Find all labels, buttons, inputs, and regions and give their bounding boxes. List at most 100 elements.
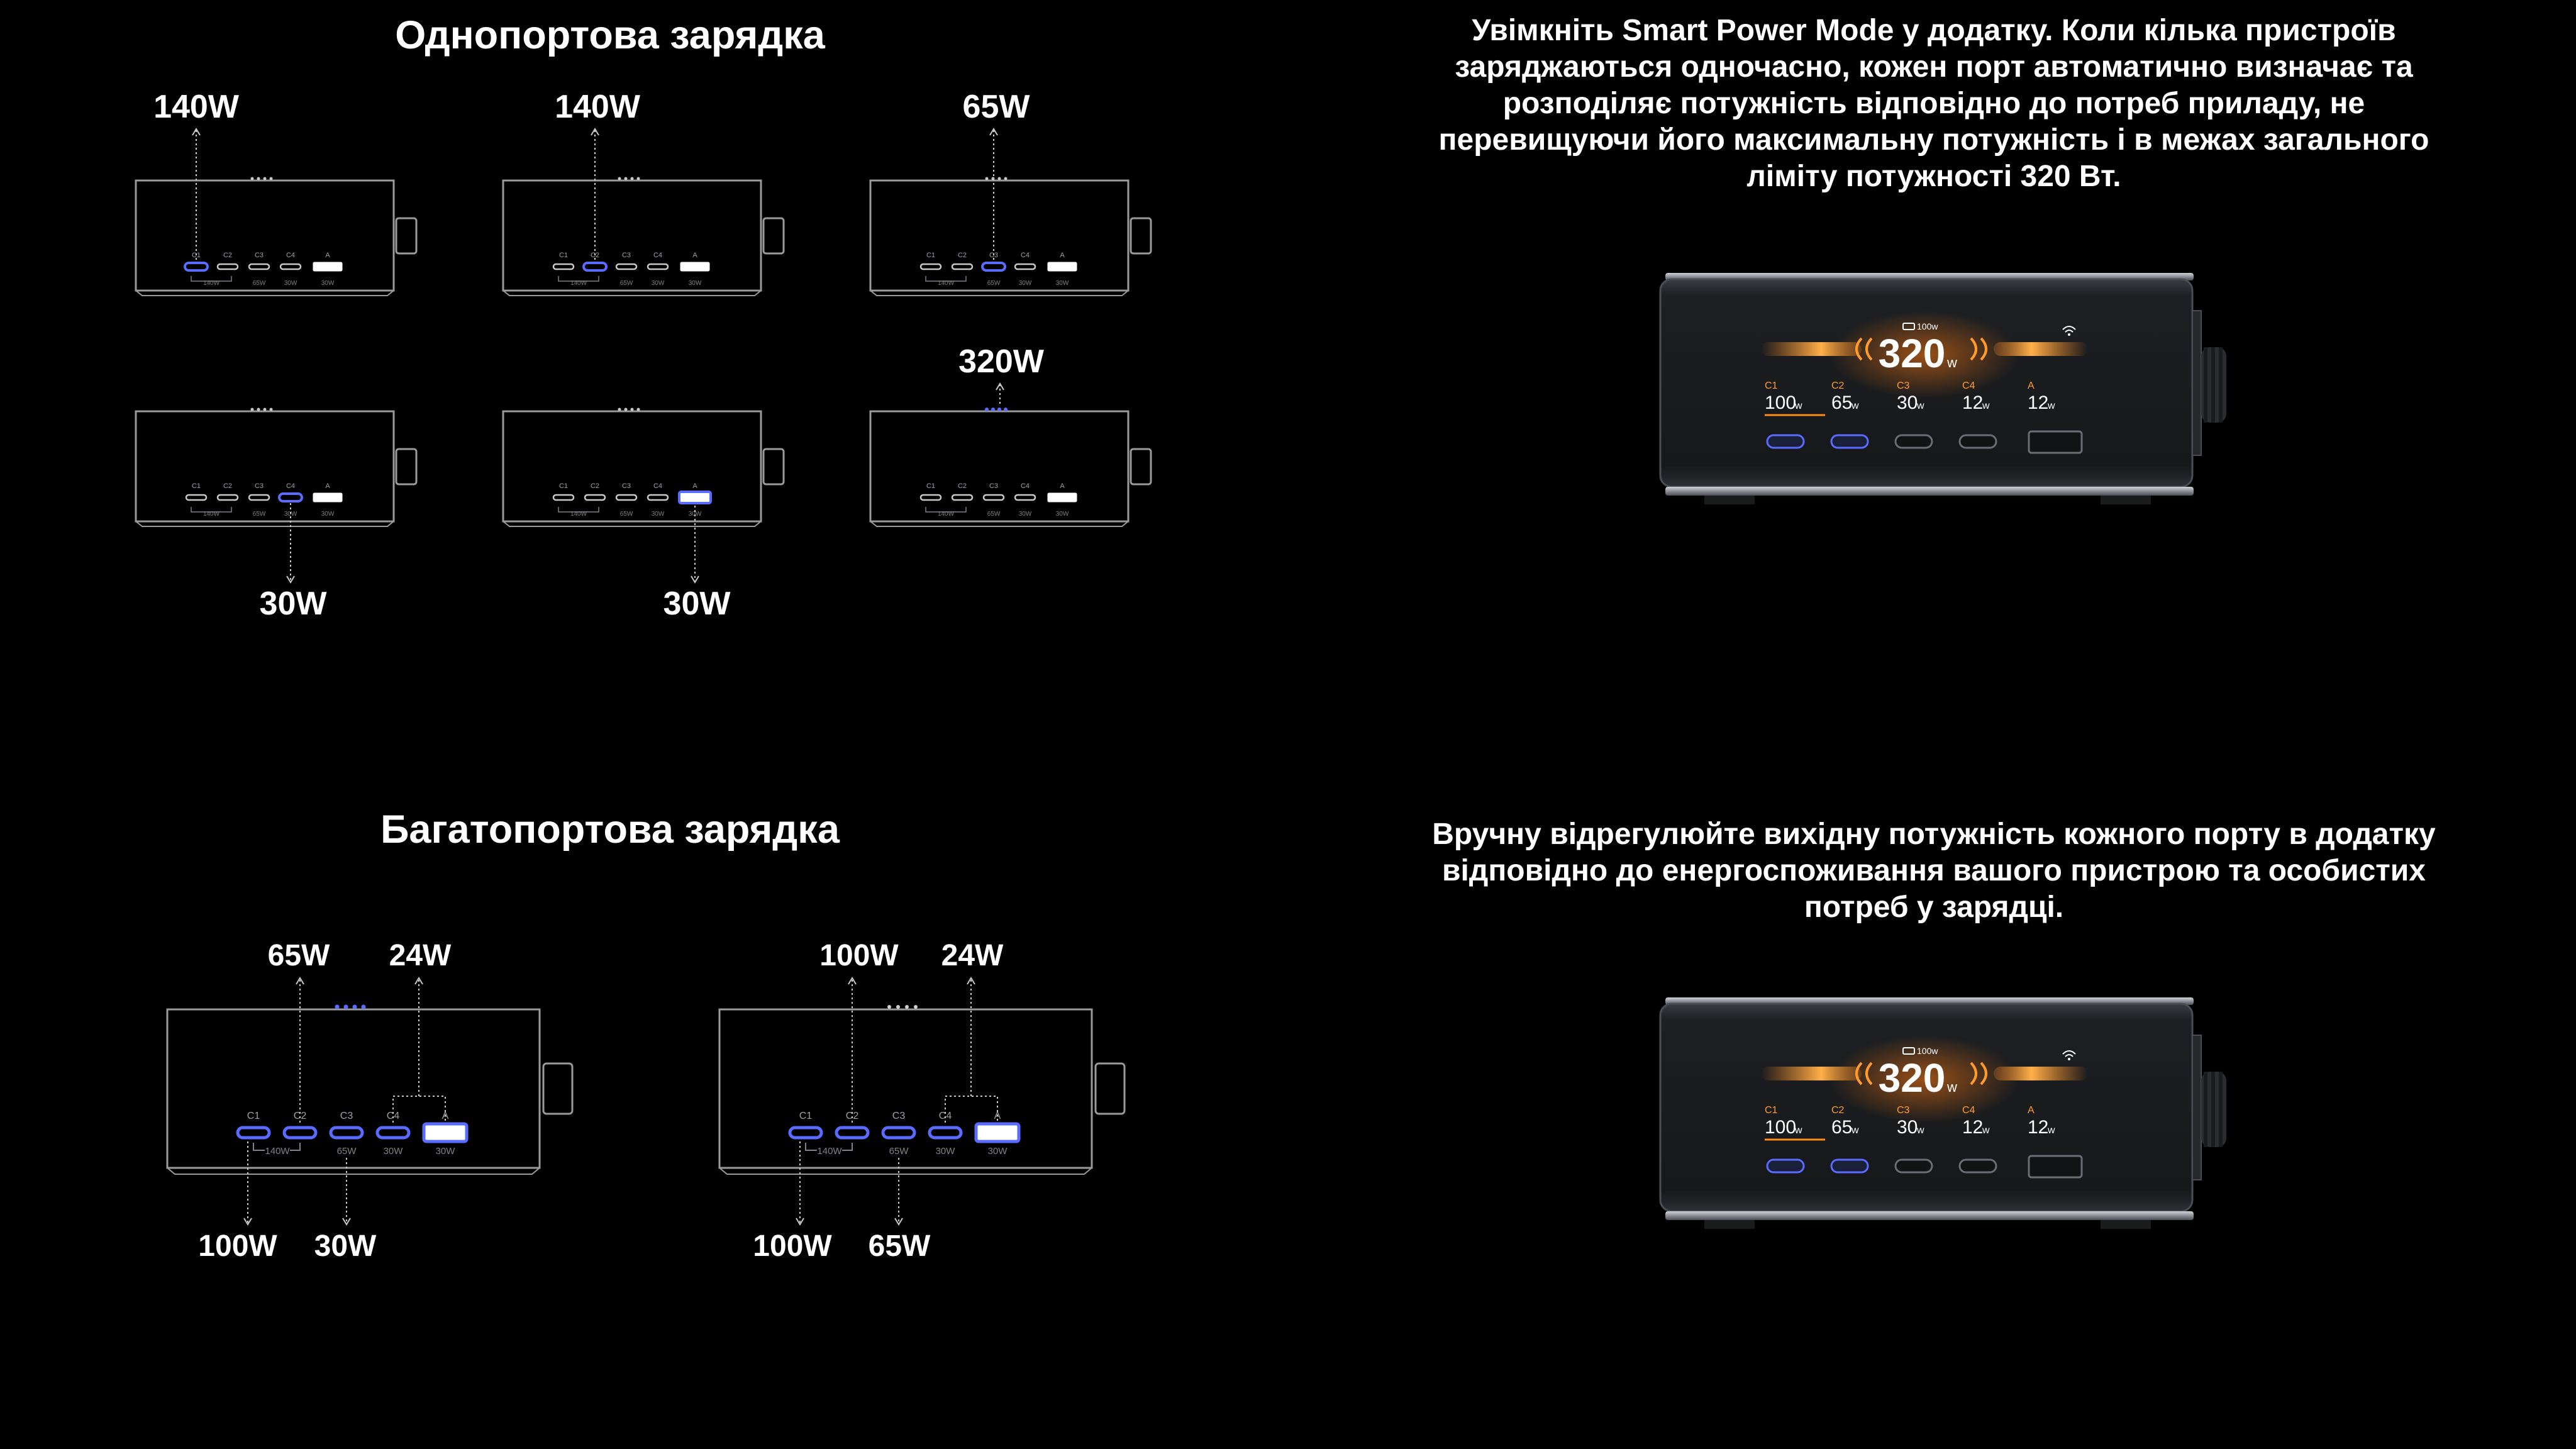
port-rating: 140W — [938, 280, 955, 287]
port-name: C1 — [192, 482, 201, 490]
port-rating: 140W — [203, 511, 220, 518]
port-value: 65 — [1831, 392, 1852, 413]
port-c2 — [1830, 434, 1869, 449]
total-power-unit: w — [1946, 1079, 1957, 1095]
port-rating: 30W — [1056, 280, 1069, 287]
port-a — [422, 1122, 469, 1143]
port-unit: w — [1851, 1125, 1859, 1136]
power-label: 140W — [555, 89, 641, 125]
port-rating: 30W — [988, 1146, 1008, 1157]
battery-icon — [1902, 1047, 1915, 1055]
port-c1 — [236, 1126, 271, 1140]
port-value: 100 — [1765, 1117, 1796, 1138]
port-name: C1 — [559, 252, 568, 259]
port-name: C1 — [926, 482, 935, 490]
port-unit: w — [1916, 1125, 1924, 1136]
port-c4 — [1014, 494, 1036, 501]
indicator-dots — [618, 408, 640, 411]
port-c3 — [881, 1126, 916, 1140]
port-rating: 65W — [253, 280, 266, 287]
wifi-icon — [2062, 1050, 2076, 1060]
total-power: 320 — [1879, 1055, 1946, 1101]
power-label: 30W — [314, 1230, 377, 1263]
battery-icon — [1902, 323, 1915, 330]
port-name: C3 — [255, 482, 264, 490]
port-c2 — [582, 262, 608, 272]
port-value: 30 — [1897, 392, 1918, 413]
port-a — [1047, 262, 1077, 272]
port-c3 — [1894, 434, 1933, 449]
multi-port-title: Багатопортова зарядка — [380, 808, 840, 852]
port-name: A — [325, 252, 330, 259]
port-name: C3 — [622, 252, 631, 259]
port-c1 — [184, 262, 209, 272]
port-rating: 140W — [203, 280, 220, 287]
port-value: 100 — [1765, 392, 1796, 413]
port-c1 — [552, 263, 575, 270]
port-label: C4 — [1962, 380, 1975, 391]
port-name: C1 — [799, 1111, 813, 1121]
port-c1 — [1766, 1158, 1805, 1174]
port-name: C2 — [294, 1111, 307, 1121]
port-label: C4 — [1962, 1105, 1975, 1116]
port-c4 — [647, 494, 669, 501]
port-rating: 30W — [1056, 511, 1069, 518]
port-a — [313, 492, 343, 502]
port-c1 — [1766, 434, 1805, 449]
port-rating: 140W — [817, 1146, 842, 1157]
port-rating: 30W — [436, 1146, 456, 1157]
port-a — [680, 262, 710, 272]
port-rating: 65W — [253, 511, 266, 518]
port-name: A — [325, 482, 330, 490]
port-name: C3 — [255, 252, 264, 259]
port-name: C4 — [939, 1111, 952, 1121]
multi-port-diagrams: C1 C2 C3 C4 A 140W 65W 30W 30W 65W 24W 1… — [166, 939, 1126, 1263]
port-name: C2 — [591, 482, 599, 490]
charger-diagram: C1 C2 C3 C4 A 140W 65W 30W 30W 65W 24W 1… — [166, 939, 574, 1263]
port-label: C1 — [1765, 1105, 1778, 1116]
port-rating: 65W — [620, 280, 633, 287]
port-a — [2028, 430, 2083, 454]
port-c2 — [951, 494, 974, 501]
port-c2 — [1830, 1158, 1869, 1174]
port-rating: 30W — [284, 280, 297, 287]
port-name: C4 — [286, 252, 295, 259]
port-c3 — [981, 262, 1006, 272]
knob-icon — [2201, 347, 2226, 423]
port-rating: 65W — [987, 280, 1001, 287]
charger-render: 100w 320 w C1 C2 C3 C4 A 100 w 65 w 30 w… — [1659, 997, 2226, 1229]
port-label: C3 — [1897, 380, 1910, 391]
port-a — [2028, 1155, 2083, 1179]
port-name: C2 — [958, 482, 967, 490]
port-c4 — [1958, 434, 1997, 449]
power-label: 320W — [958, 343, 1045, 380]
display-screen: 100w 320 w C1 C2 C3 C4 A 100 w 65 w 30 w… — [1761, 311, 2088, 416]
port-name: C2 — [958, 252, 967, 259]
power-label: 100W — [753, 1230, 832, 1263]
port-value: 12 — [2028, 1117, 2048, 1138]
single-port-title: Однопортова зарядка — [395, 13, 825, 57]
port-c3 — [248, 263, 270, 270]
port-unit: w — [1794, 1125, 1802, 1136]
port-value: 12 — [1962, 1117, 1983, 1138]
port-unit: w — [1982, 1125, 1990, 1136]
port-name: A — [692, 252, 697, 259]
port-c3 — [982, 494, 1005, 501]
charger-render: 100w 320 w C1 C2 C3 C4 A 100 w 65 w 30 w… — [1659, 273, 2226, 504]
port-c4 — [279, 263, 302, 270]
port-rating: 30W — [321, 280, 335, 287]
port-name: A — [1060, 482, 1065, 490]
power-label: 65W — [963, 89, 1031, 125]
port-c2 — [584, 494, 606, 501]
port-rating: 30W — [936, 1146, 956, 1157]
total-power-unit: w — [1946, 355, 1957, 370]
port-value: 30 — [1897, 1117, 1918, 1138]
port-c1 — [185, 494, 208, 501]
port-name: C4 — [653, 482, 662, 490]
power-label: 24W — [941, 939, 1004, 972]
port-a — [974, 1122, 1021, 1143]
port-unit: w — [1916, 401, 1924, 411]
charger-diagram: C1 C2 C3 C4 A 140W 65W 30W 30W 140W — [135, 89, 418, 296]
charger-diagram: C1 C2 C3 C4 A 140W 65W 30W 30W 100W 24W … — [718, 939, 1126, 1263]
